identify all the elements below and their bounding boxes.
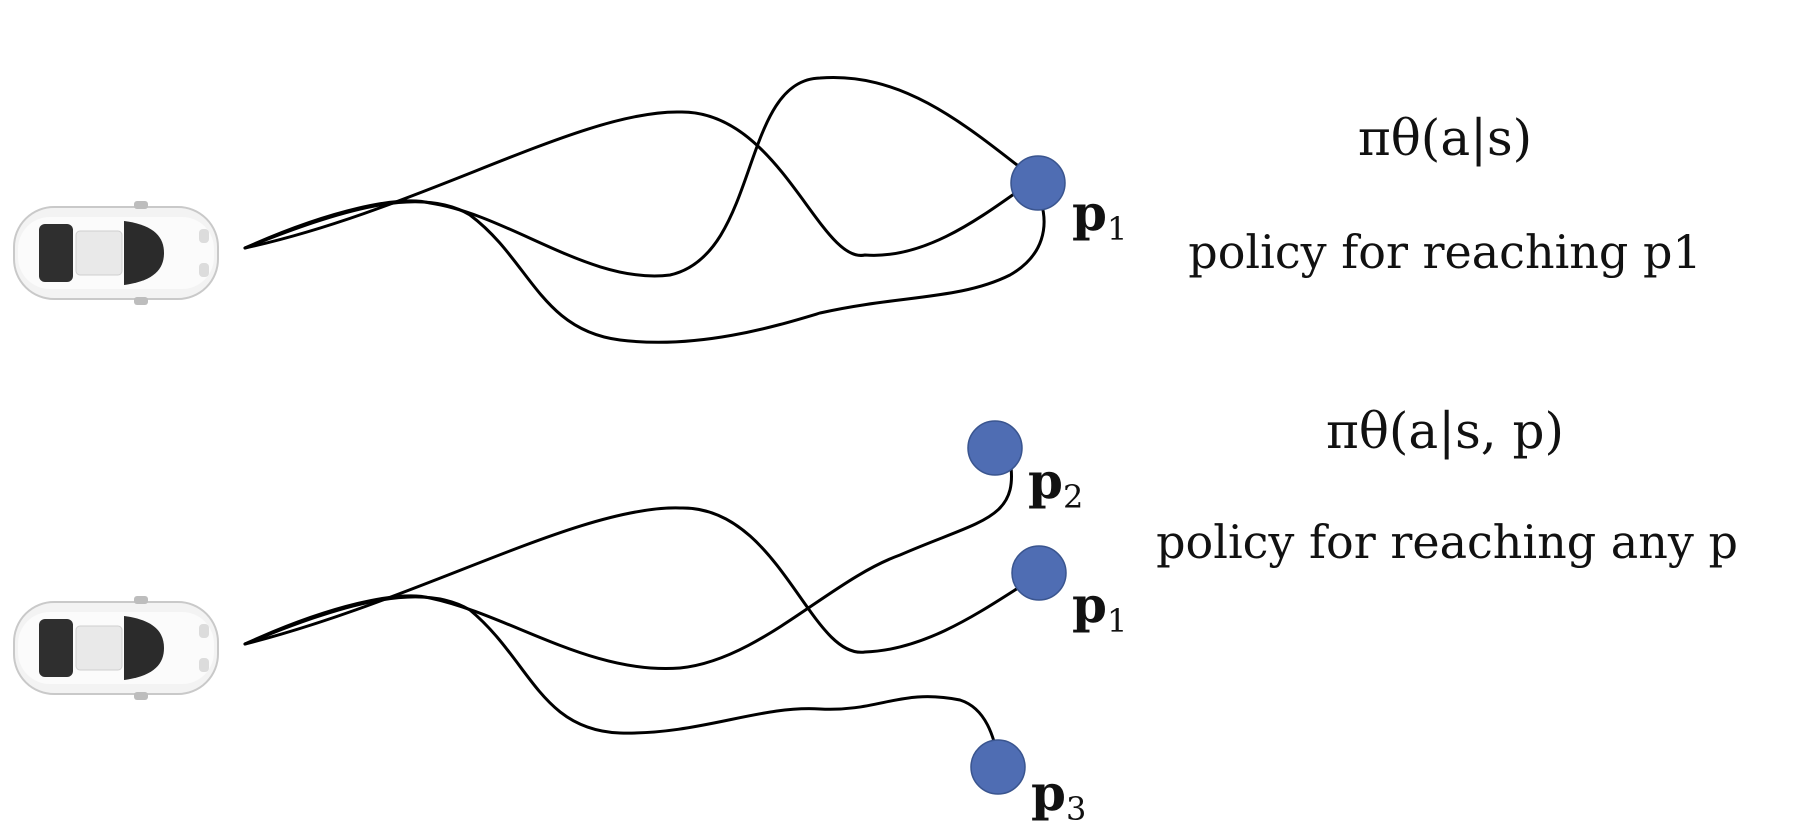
goal-marker	[970, 739, 1026, 795]
trajectory-path	[243, 443, 1013, 671]
top-panel: p1 πθ(a|s) policy for reaching p1	[13, 75, 1702, 344]
trajectory-path	[243, 110, 1036, 257]
trajectory-path	[243, 75, 1033, 278]
policy-description: policy for reaching p1	[1188, 225, 1701, 279]
bottom-panel: p2 p1 p3 πθ(a|s, p) policy for reaching …	[13, 402, 1738, 828]
goal-label: p1	[1072, 183, 1127, 248]
goal-marker	[1010, 155, 1066, 211]
goal-marker	[967, 420, 1023, 476]
goal-label: p2	[1028, 451, 1083, 516]
policy-formula: πθ(a|s)	[1358, 109, 1532, 167]
car-icon	[13, 596, 219, 700]
trajectory-path	[243, 200, 1047, 344]
trajectory-path	[243, 506, 1036, 654]
policy-formula: πθ(a|s, p)	[1326, 402, 1564, 460]
goal-label: p1	[1072, 575, 1127, 640]
car-icon	[13, 201, 219, 305]
goal-marker	[1011, 545, 1067, 601]
trajectory-path	[243, 595, 1003, 772]
goal-label: p3	[1031, 763, 1086, 828]
policy-description: policy for reaching any p	[1156, 515, 1738, 569]
